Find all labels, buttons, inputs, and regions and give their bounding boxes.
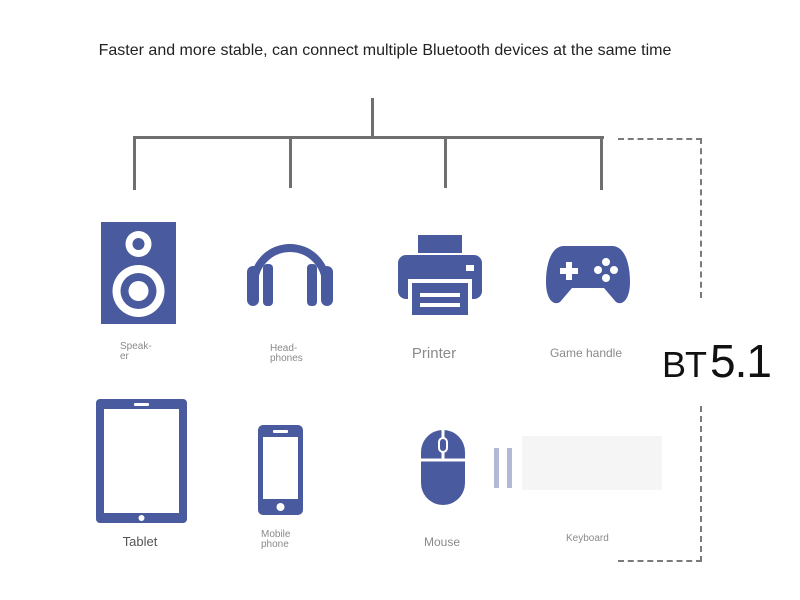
device-label-mouse: Mouse (423, 535, 461, 549)
mobile-phone-icon (258, 425, 303, 515)
headline: Faster and more stable, can connect mult… (98, 42, 672, 59)
gamepad-icon (546, 246, 630, 304)
tablet-icon (96, 399, 187, 523)
bt-version: 5.1 (710, 335, 772, 387)
device-label-printer: Printer (411, 345, 457, 362)
headphones-icon (247, 244, 333, 306)
connector-trunk (371, 98, 374, 138)
device-label-headphones: Head- phones (270, 343, 303, 364)
connector-branch (600, 136, 603, 190)
keyboard-icon (494, 436, 662, 490)
connector-branch (444, 136, 447, 188)
mouse-icon (421, 430, 465, 505)
dashed-bracket-upper (700, 138, 702, 298)
device-label-speaker: Speak- er (120, 341, 152, 362)
dashed-bracket-bottom (618, 560, 702, 562)
bt-version-badge: BT 5.1 (662, 334, 772, 388)
connector-bar (133, 136, 604, 139)
printer-icon (398, 235, 482, 317)
speaker-icon (101, 222, 176, 324)
connector-branch (289, 136, 292, 188)
device-label-mobile-phone: Mobile phone (261, 529, 291, 550)
dashed-bracket-top (618, 138, 702, 140)
device-label-keyboard: Keyboard (566, 533, 609, 544)
device-label-game-handle: Game handle (549, 346, 623, 360)
bt-prefix: BT (662, 344, 707, 385)
device-label-tablet: Tablet (122, 534, 158, 549)
dashed-bracket-lower (700, 406, 702, 562)
connector-branch (133, 136, 136, 190)
